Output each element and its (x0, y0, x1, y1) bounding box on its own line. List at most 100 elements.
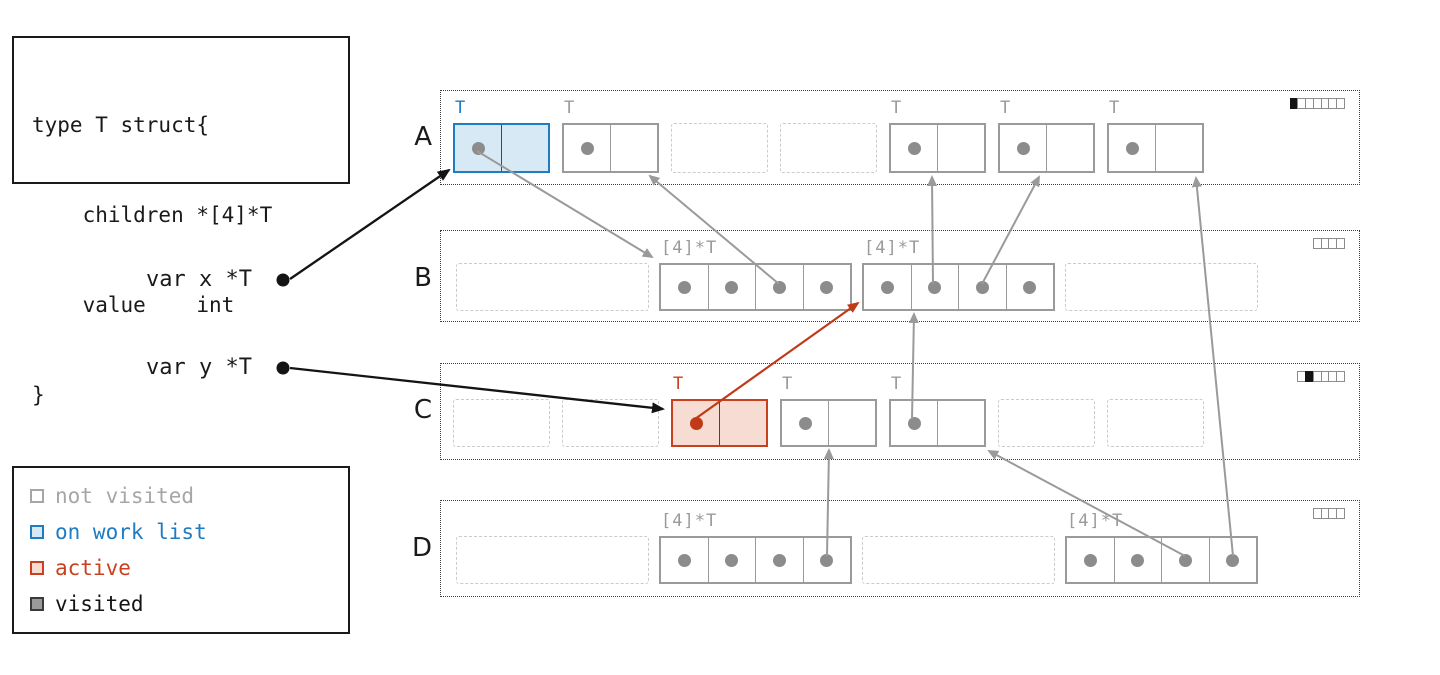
object-type-label: T (673, 374, 685, 394)
pointer-dot (880, 280, 894, 294)
object-type-label: T (782, 374, 794, 394)
span-usage-indicator (1297, 371, 1345, 382)
free-slot (862, 536, 1055, 584)
heap-object-D3 (1065, 536, 1258, 584)
code-line: } (32, 383, 45, 407)
pointer-dot (907, 141, 921, 155)
pointer-dot (725, 553, 739, 567)
pointer-dot (580, 141, 594, 155)
free-slot (453, 399, 550, 447)
heap-object-B2 (862, 263, 1055, 311)
heap-object-A6 (1107, 123, 1204, 173)
pointer-dot (725, 280, 739, 294)
object-cell (1067, 538, 1114, 582)
span-usage-indicator (1312, 508, 1345, 519)
object-cell (755, 538, 803, 582)
free-slot (1107, 399, 1204, 447)
heap-object-A0 (453, 123, 550, 173)
pointer-dot (471, 141, 485, 155)
free-slot (456, 536, 649, 584)
object-cell (661, 265, 708, 309)
memory-span-b: [4]*T [4]*T (440, 230, 1360, 322)
object-cell (937, 125, 984, 171)
on-work-list-swatch-icon (30, 525, 44, 539)
row-label-c: C (413, 395, 432, 425)
object-cell (501, 125, 548, 171)
heap-object-D1 (659, 536, 852, 584)
row-label-b: B (414, 263, 432, 293)
not-visited-swatch-icon (30, 489, 44, 503)
object-cell (1046, 125, 1093, 171)
pointer-dot (820, 280, 834, 294)
object-cell (564, 125, 610, 171)
object-cell (864, 265, 911, 309)
span-usage-indicator (1289, 98, 1345, 109)
pointer-dot (907, 416, 921, 430)
pointer-dot (772, 280, 786, 294)
object-cell (910, 265, 959, 309)
usage-segment-empty (1336, 98, 1345, 109)
object-type-label: T (564, 98, 576, 118)
pointer-dot (772, 553, 786, 567)
object-cell (1113, 538, 1162, 582)
legend-item-visited: visited (30, 591, 332, 617)
pointer-dot (1226, 553, 1240, 567)
object-cell (1109, 125, 1155, 171)
object-type-label: [4]*T (864, 238, 921, 258)
object-cell (661, 538, 708, 582)
pointer-dot (975, 280, 989, 294)
pointer-dot (820, 553, 834, 567)
pointer-dot (1178, 553, 1192, 567)
legend-item-on-work-list: on work list (30, 519, 332, 545)
row-label-d: D (411, 533, 432, 563)
span-usage-indicator (1312, 238, 1345, 249)
pointer-dot (928, 280, 942, 294)
free-slot (780, 123, 877, 173)
object-type-label: T (455, 98, 467, 118)
free-slot (1065, 263, 1258, 311)
row-label-a: A (414, 122, 432, 152)
code-line: type T struct{ (32, 113, 210, 137)
pointer-dot (1023, 280, 1037, 294)
object-cell (673, 401, 719, 445)
legend-label: visited (55, 592, 144, 616)
object-cell (707, 538, 756, 582)
code-line: value int (32, 293, 235, 317)
object-cell (1208, 538, 1257, 582)
legend-item-active: active (30, 555, 332, 581)
legend-item-not-visited: not visited (30, 483, 332, 509)
object-type-label: T (1000, 98, 1012, 118)
object-cell (828, 401, 875, 445)
legend-box: not visited on work list active visited (12, 466, 350, 634)
object-cell (1005, 265, 1054, 309)
object-type-label: [4]*T (661, 238, 718, 258)
usage-segment-empty (1336, 371, 1345, 382)
var-y-label: var y *T (146, 355, 252, 380)
object-cell (455, 125, 501, 171)
visited-swatch-icon (30, 597, 44, 611)
object-cell (891, 401, 937, 445)
object-cell (958, 265, 1006, 309)
object-cell (610, 125, 657, 171)
object-type-label: [4]*T (661, 511, 718, 531)
legend-label: on work list (55, 520, 207, 544)
object-cell (719, 401, 766, 445)
heap-object-B1 (659, 263, 852, 311)
active-swatch-icon (30, 561, 44, 575)
pointer-dot (1125, 141, 1139, 155)
object-type-label: T (891, 374, 903, 394)
legend-label: active (55, 556, 131, 580)
heap-object-A5 (998, 123, 1095, 173)
pointer-dot (677, 280, 691, 294)
var-x-label: var x *T (146, 267, 252, 292)
free-slot (562, 399, 659, 447)
pointer-dot (1016, 141, 1030, 155)
object-cell (782, 401, 828, 445)
free-slot (456, 263, 649, 311)
object-cell (802, 265, 851, 309)
pointer-dot (677, 553, 691, 567)
pointer-dot (798, 416, 812, 430)
free-slot (671, 123, 768, 173)
